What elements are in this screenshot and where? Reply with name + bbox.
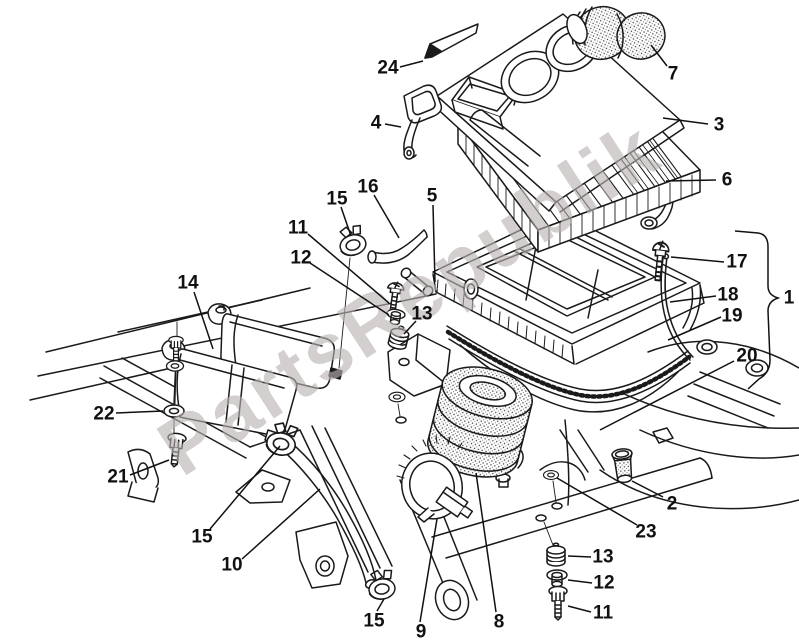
callout-leader-15: [209, 445, 281, 530]
callout-label-13: 13: [592, 547, 613, 568]
callout-label-4: 4: [371, 113, 382, 134]
callout-label-11: 11: [593, 603, 614, 624]
callout-leader-17: [670, 256, 725, 263]
callout-label-18: 18: [717, 285, 738, 306]
big-hose-clamp-drawing: [396, 435, 474, 523]
callout-leader-11: [567, 605, 592, 613]
callout-label-15: 15: [326, 189, 348, 210]
rubber-sleeve-drawing: [426, 366, 534, 478]
callout-label-5: 5: [427, 186, 438, 207]
callout-label-19: 19: [721, 306, 742, 327]
hook-strap-drawing: [403, 84, 443, 160]
callout-label-21: 21: [107, 467, 129, 488]
callout-label-9: 9: [416, 622, 427, 643]
callout-leader-6: [665, 179, 717, 182]
callout-label-3: 3: [714, 115, 725, 136]
hoses-drawing: [263, 222, 434, 602]
callout-label-17: 17: [726, 252, 747, 273]
callout-leader-16: [373, 194, 400, 239]
callout-label-20: 20: [736, 346, 757, 367]
callout-leader-3: [662, 117, 709, 125]
callout-leader-15: [376, 598, 385, 612]
callout-leader-23: [556, 477, 638, 526]
callout-label-24: 24: [377, 58, 399, 79]
callout-leader-22: [115, 410, 164, 414]
callout-label-15: 15: [363, 611, 385, 632]
callout-leader-5: [432, 204, 436, 283]
callout-label-1: 1: [784, 288, 795, 309]
airbox-lid-drawing: [430, 13, 685, 213]
callout-label-16: 16: [357, 177, 378, 198]
callout-leader-13: [567, 555, 592, 558]
callout-leader-18: [669, 295, 717, 303]
callout-label-11: 11: [288, 218, 309, 239]
callout-leader-10: [241, 488, 321, 560]
callout-label-12: 12: [593, 573, 614, 594]
callout-label-2: 2: [667, 494, 678, 515]
callout-leader-12: [309, 262, 390, 316]
callout-label-15: 15: [191, 527, 213, 548]
callout-leader-15: [340, 206, 352, 237]
callout-label-7: 7: [668, 64, 679, 85]
engine-manifold-drawing: [429, 339, 799, 510]
callout-leader-20: [599, 360, 735, 431]
bottom-fastener-set-drawing: [535, 514, 568, 621]
spacer-and-washers-drawing: [388, 391, 633, 510]
callout-label-13: 13: [411, 304, 432, 325]
left-fastener-column-drawing: [163, 321, 188, 469]
callout-leader-7: [650, 44, 668, 67]
callout-leader-11: [307, 233, 390, 304]
callout-label-6: 6: [722, 170, 733, 191]
callout-label-12: 12: [290, 248, 311, 269]
callout-leader-8: [475, 472, 497, 613]
callout-leader-4: [384, 123, 402, 128]
callout-label-10: 10: [221, 555, 242, 576]
callout-leader-13: [403, 320, 417, 335]
callout-leader-24: [399, 60, 424, 68]
callout-leader-21: [129, 459, 170, 476]
callout-label-14: 14: [177, 273, 199, 294]
callout-label-22: 22: [93, 404, 114, 425]
callout-leader-14: [193, 291, 214, 350]
sticker-drawing: [424, 23, 479, 59]
group-bracket: [734, 230, 781, 390]
callout-leader-2: [631, 480, 664, 498]
callout-leader-9: [419, 518, 438, 623]
callout-leader-12: [567, 579, 593, 584]
callout-label-23: 23: [635, 522, 656, 543]
callout-label-8: 8: [494, 612, 505, 633]
callout-leader-19: [667, 316, 722, 341]
